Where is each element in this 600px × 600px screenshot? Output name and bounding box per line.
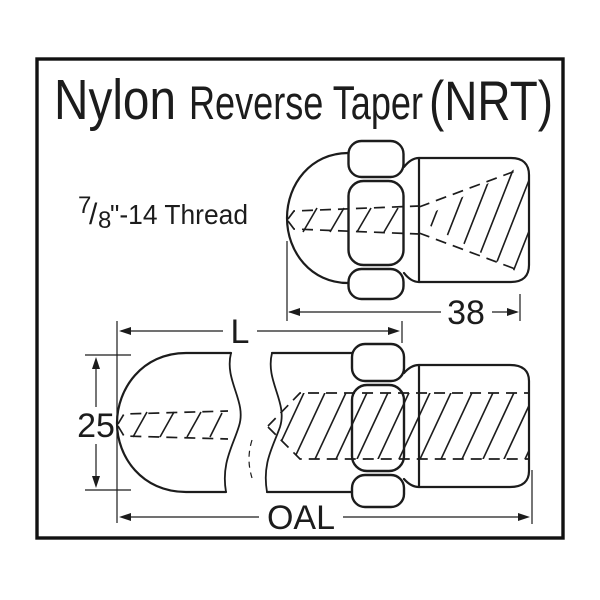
dimension-25-label: 25 (77, 407, 115, 445)
neck-fillets (402, 363, 421, 489)
hex-middle-lobe (347, 179, 405, 267)
dimension-L: L (116, 313, 403, 523)
hatch-line (518, 393, 529, 459)
nose-bore-dashed (117, 410, 229, 440)
fraction-slash: / (89, 198, 98, 231)
hatch-line (476, 393, 520, 459)
hatch-line (419, 168, 485, 272)
hex-top-lobe (347, 139, 405, 179)
dimension-OAL: OAL (119, 470, 533, 537)
hatch-line (560, 142, 600, 305)
hatch-line (413, 393, 457, 459)
break-line-left (224, 352, 242, 493)
dimension-L-lines (116, 321, 403, 523)
hatch-line (540, 142, 600, 305)
bore-hatch-marks (302, 207, 399, 233)
hatch-line (302, 207, 318, 233)
arrow-left-icon (119, 327, 131, 335)
hatch-line (459, 168, 525, 272)
title-word-nrt: (NRT) (429, 69, 553, 132)
hex-bottom-lobe (350, 473, 406, 509)
dimension-38: 38 (286, 241, 521, 332)
hatch-line (419, 168, 465, 272)
hatch-line (455, 393, 499, 459)
arrow-up-icon (92, 357, 100, 369)
shank-outline (417, 156, 531, 284)
title-word-nylon: Nylon (54, 68, 176, 132)
dimension-25-lines (85, 354, 131, 491)
hatch-line (209, 412, 223, 438)
thread-spec-label: 7 / 8 "-14 Thread (78, 192, 248, 234)
hatch-line (479, 168, 529, 272)
hatch-line (350, 393, 394, 459)
bore-hatch-marks (132, 411, 223, 438)
hatch-line (268, 393, 310, 459)
arrow-right-icon (518, 513, 530, 521)
hatch-line (159, 411, 175, 438)
page-title: Nylon Reverse Taper (NRT) (54, 68, 553, 132)
hatch-line (132, 411, 148, 438)
hatch-line (383, 207, 399, 233)
arrow-right-icon (388, 327, 400, 335)
tube-edges (265, 351, 354, 494)
dimension-38-label: 38 (447, 294, 485, 332)
shank-outline (417, 363, 531, 489)
thread-suffix: "-14 Thread (110, 199, 248, 230)
nose-outline (115, 351, 233, 494)
arrow-left-icon (288, 308, 300, 316)
break-line-dashed-fragment (248, 439, 253, 479)
drawing-bottom-view: L 25 OAL (77, 313, 582, 537)
hatch-line (439, 168, 505, 272)
dimension-38-lines (286, 241, 521, 321)
dimension-OAL-label: OAL (267, 499, 335, 537)
thread-numerator: 7 (78, 192, 91, 219)
hatch-line (540, 382, 582, 472)
hex-bottom-lobe (347, 267, 405, 301)
hatch-line (371, 393, 415, 459)
arrow-left-icon (119, 513, 131, 521)
main-bore-dashed (267, 392, 529, 460)
dimension-L-label: L (231, 313, 250, 351)
bore-dashed (287, 205, 420, 235)
dimension-25: 25 (77, 354, 131, 491)
hatch-line (308, 393, 352, 459)
break-line-right (264, 352, 283, 493)
hatch-line (356, 207, 372, 233)
thread-denominator: 8 (98, 207, 111, 234)
hatch-line (497, 393, 529, 459)
dome-outline (285, 151, 350, 285)
taper-cone-hatch (419, 142, 600, 305)
hatch-line (329, 393, 373, 459)
hatch-line (329, 207, 345, 233)
neck-fillets (402, 156, 421, 284)
hatch-line (434, 393, 478, 459)
title-word-reverse-taper: Reverse Taper (189, 76, 423, 129)
hex-middle-lobe (350, 383, 406, 473)
drawing-top-view: 38 (285, 139, 600, 332)
arrow-down-icon (92, 476, 100, 488)
arrow-right-icon (507, 308, 519, 316)
hatch-line (392, 393, 436, 459)
border-frame (35, 57, 565, 540)
hex-top-lobe (350, 342, 406, 383)
hatch-line (499, 168, 529, 272)
hatch-line (268, 393, 289, 459)
hatch-line (186, 411, 202, 438)
dimension-OAL-lines (131, 470, 533, 524)
